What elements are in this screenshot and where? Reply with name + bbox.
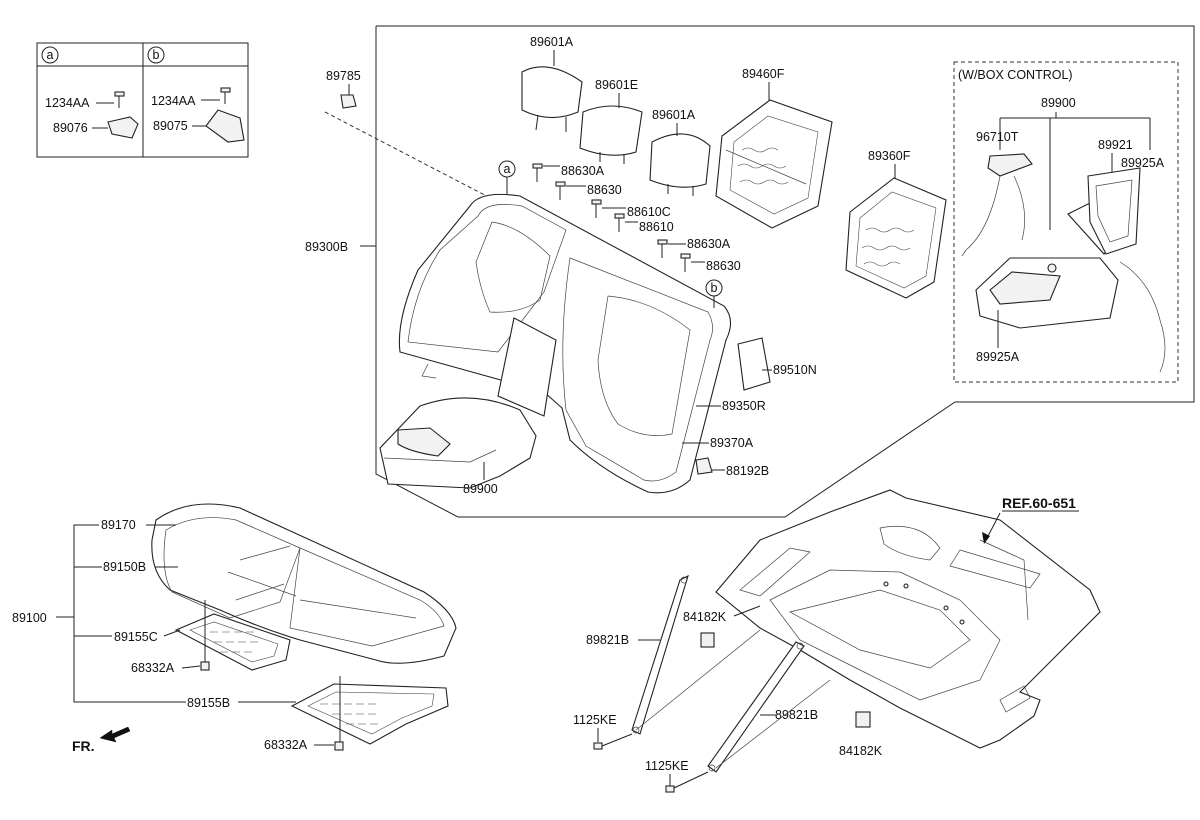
clip-68332A-icon — [334, 741, 344, 751]
label-1125KE-1: 1125KE — [573, 713, 617, 727]
label-89155C: 89155C — [114, 630, 158, 644]
label-89925A-2: 89925A — [976, 350, 1020, 364]
control-module-96710T — [987, 153, 1033, 177]
ref-arrow-icon — [982, 532, 990, 544]
box-control-inset: (W/BOX CONTROL) 89900 96710T 89921 89925… — [953, 61, 1179, 383]
label-88630A-1: 88630A — [561, 164, 605, 178]
screw-88630-icon — [680, 253, 691, 272]
marker-a-icon — [41, 46, 59, 64]
label-89900-box: 89900 — [1041, 96, 1076, 110]
trim-89510N — [737, 337, 771, 391]
label-89170: 89170 — [101, 518, 136, 532]
label-89900-main: 89900 — [463, 482, 498, 496]
label-88610: 88610 — [639, 220, 674, 234]
label-89370A: 89370A — [710, 436, 754, 450]
clip-89075-icon — [205, 109, 245, 143]
label-88610C: 88610C — [627, 205, 671, 219]
screw-88610C-icon — [591, 199, 602, 218]
label-89076: 89076 — [53, 121, 88, 135]
box-control-title: (W/BOX CONTROL) — [958, 68, 1073, 82]
label-1234AA-b: 1234AA — [151, 94, 196, 108]
headrest-89601E-center — [579, 105, 643, 164]
bolt-1125KE-1-icon — [593, 733, 633, 750]
screw-88630A-icon — [532, 163, 543, 182]
seatback-pad-89360F — [845, 177, 947, 299]
clip-89785-icon — [340, 94, 357, 109]
front-direction-indicator: FR. — [72, 726, 131, 754]
label-1234AA-a: 1234AA — [45, 96, 90, 110]
label-84182K-1: 84182K — [683, 610, 727, 624]
rear-seatback-89300B: a — [379, 160, 732, 494]
label-89925A-1: 89925A — [1121, 156, 1165, 170]
screw-icon — [114, 91, 125, 108]
label-88630-2: 88630 — [706, 259, 741, 273]
label-89360F: 89360F — [868, 149, 911, 163]
label-89460F: 89460F — [742, 67, 785, 81]
brace-89821B-1 — [631, 574, 689, 735]
label-1125KE-2: 1125KE — [645, 759, 689, 773]
label-88630A-2: 88630A — [687, 237, 731, 251]
seat-cushion-89100 — [151, 503, 457, 664]
label-89821B-2: 89821B — [775, 708, 818, 722]
cushion-pad-89155B — [290, 676, 449, 745]
fastener-group: 88630A 88630 88610C 88610 88630A 88630 — [532, 163, 741, 273]
legend-marker-b: b — [153, 48, 160, 62]
label-89075: 89075 — [153, 119, 188, 133]
clip-89076-icon — [107, 116, 139, 139]
seatback-marker-b: b — [711, 281, 718, 295]
legend-marker-a: a — [47, 48, 54, 62]
screw-88630A-icon — [657, 239, 668, 258]
headrest-89601A-left — [521, 66, 583, 132]
screw-icon — [220, 87, 231, 104]
seatback-marker-a: a — [504, 162, 511, 176]
label-89821B-1: 89821B — [586, 633, 629, 647]
screw-88610-icon — [614, 213, 625, 232]
patch-84182K-2 — [855, 711, 871, 728]
screw-88630-icon — [555, 181, 566, 200]
label-96710T: 96710T — [976, 130, 1019, 144]
label-89100: 89100 — [12, 611, 47, 625]
label-89155B: 89155B — [187, 696, 230, 710]
label-89300B: 89300B — [305, 240, 348, 254]
patch-84182K-1 — [700, 632, 715, 648]
clip-88192B-icon — [695, 457, 713, 475]
marker-b-icon — [147, 46, 165, 64]
label-88192B: 88192B — [726, 464, 769, 478]
label-89350R: 89350R — [722, 399, 766, 413]
label-89785: 89785 — [326, 69, 361, 83]
label-84182K-2: 84182K — [839, 744, 883, 758]
label-89601E: 89601E — [595, 78, 638, 92]
floor-panel — [715, 489, 1101, 749]
brace-89821B-2 — [707, 641, 805, 773]
seatback-pad-89460F — [715, 99, 833, 229]
front-label: FR. — [72, 738, 95, 754]
label-89921: 89921 — [1098, 138, 1133, 152]
label-89601A-1: 89601A — [530, 35, 574, 49]
label-68332A-2: 68332A — [264, 738, 308, 752]
label-88630-1: 88630 — [587, 183, 622, 197]
label-89601A-2: 89601A — [652, 108, 696, 122]
ref-label: REF.60-651 — [1002, 495, 1076, 511]
headrest-89601A-right — [649, 133, 711, 196]
bolt-1125KE-2-icon — [665, 771, 709, 793]
clip-68332A-icon — [200, 600, 210, 671]
front-arrow-icon — [99, 726, 131, 743]
label-89150B: 89150B — [103, 560, 146, 574]
label-68332A-1: 68332A — [131, 661, 175, 675]
legend-table: a b 1234AA 89076 1234AA 89075 — [36, 42, 249, 158]
reference-callout: REF.60-651 — [982, 495, 1079, 544]
label-89510N: 89510N — [773, 363, 817, 377]
